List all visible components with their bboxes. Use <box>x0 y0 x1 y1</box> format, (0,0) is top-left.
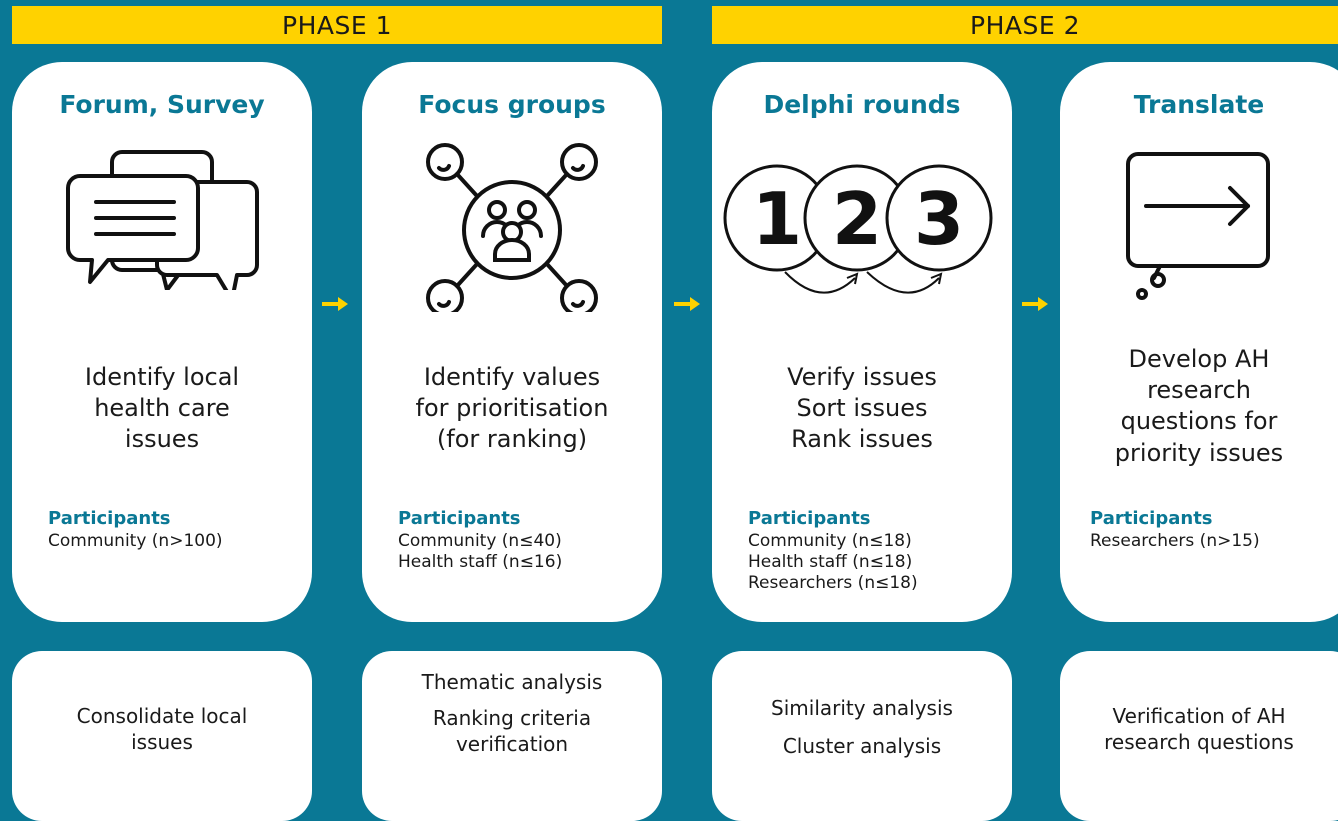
participants-label: Participants <box>48 508 171 529</box>
flow-arrow-icon <box>320 294 350 318</box>
analysis-line: issues <box>131 730 193 754</box>
participant-line: Health staff (n≤18) <box>748 551 913 572</box>
step-description: Develop AH research questions for priori… <box>1070 344 1328 469</box>
step-description: Identify values for prioritisation (for … <box>372 362 652 456</box>
rounds-123-icon: 1 2 3 <box>712 160 1012 300</box>
description-line: Verify issues <box>787 363 937 391</box>
participant-line: Community (n>100) <box>48 530 223 551</box>
participants-label: Participants <box>748 508 871 529</box>
step-card-translate: Translate Develop AH research questions … <box>1060 62 1338 622</box>
participant-line: Community (n≤18) <box>748 530 912 551</box>
description-line: priority issues <box>1114 438 1284 467</box>
analysis-line: Cluster analysis <box>782 734 942 758</box>
analysis-line: verification <box>455 732 569 756</box>
analysis-line: Consolidate local <box>76 704 248 728</box>
thought-arrow-icon <box>1060 150 1338 310</box>
step-title: Translate <box>1133 90 1265 119</box>
phase-2-label: PHASE 2 <box>970 10 1080 40</box>
description-line: Identify local <box>84 363 240 391</box>
phase-1-bar: PHASE 1 <box>12 6 662 44</box>
participants-block: Participants Community (n≤18) Health sta… <box>748 508 1002 594</box>
description-line: (for ranking) <box>436 425 588 454</box>
analysis-line: research questions <box>1104 730 1294 754</box>
analysis-line: Verification of AH <box>1112 704 1286 728</box>
analysis-line: Similarity analysis <box>771 696 953 720</box>
round-number: 2 <box>832 177 882 261</box>
step-title: Forum, Survey <box>59 90 265 119</box>
round-number: 1 <box>752 177 802 261</box>
participants-block: Participants Community (n≤40) Health sta… <box>398 508 652 573</box>
network-group-icon <box>362 142 662 312</box>
participant-line: Health staff (n≤16) <box>398 551 563 572</box>
participant-line: Researchers (n≤18) <box>748 573 918 593</box>
flow-arrow-icon <box>1020 294 1050 318</box>
step-title: Delphi rounds <box>763 90 961 119</box>
analysis-line: Thematic analysis <box>421 670 603 694</box>
analysis-text: Consolidate local issues <box>12 703 312 755</box>
phase-2-bar: PHASE 2 <box>712 6 1338 44</box>
step-card-forum-survey: Forum, Survey Identify local health care… <box>12 62 312 622</box>
description-line: research <box>1147 376 1251 405</box>
analysis-card-verification: Verification of AH research questions <box>1060 651 1338 821</box>
step-description: Verify issues Sort issues Rank issues <box>722 362 1002 456</box>
chat-bubbles-icon <box>12 140 312 290</box>
analysis-text: Thematic analysis Ranking criteria verif… <box>362 669 662 757</box>
description-line: Develop AH <box>1128 345 1270 373</box>
description-line: Sort issues <box>796 394 928 423</box>
participant-line: Community (n≤40) <box>398 530 562 551</box>
round-number: 3 <box>914 177 964 261</box>
participants-label: Participants <box>1090 508 1213 529</box>
description-line: Rank issues <box>791 425 933 454</box>
description-line: questions for <box>1120 407 1278 436</box>
description-line: for prioritisation <box>415 394 609 423</box>
participant-line: Researchers (n>15) <box>1090 530 1260 551</box>
step-title: Focus groups <box>418 90 606 119</box>
analysis-card-similarity: Similarity analysis Cluster analysis <box>712 651 1012 821</box>
analysis-line: Ranking criteria <box>432 706 592 730</box>
step-card-focus-groups: Focus groups Identify values <box>362 62 662 622</box>
analysis-card-thematic: Thematic analysis Ranking criteria verif… <box>362 651 662 821</box>
description-line: issues <box>124 425 200 454</box>
analysis-card-consolidate: Consolidate local issues <box>12 651 312 821</box>
participants-block: Participants Community (n>100) <box>48 508 302 552</box>
step-description: Identify local health care issues <box>22 362 302 456</box>
analysis-text: Verification of AH research questions <box>1060 703 1338 755</box>
participants-label: Participants <box>398 508 521 529</box>
description-line: health care <box>94 394 230 423</box>
description-line: Identify values <box>423 363 601 391</box>
participants-block: Participants Researchers (n>15) <box>1090 508 1338 552</box>
analysis-text: Similarity analysis Cluster analysis <box>712 695 1012 759</box>
step-card-delphi-rounds: Delphi rounds 1 2 3 Verify issues Sort i… <box>712 62 1012 622</box>
flow-arrow-icon <box>672 294 702 318</box>
phase-1-label: PHASE 1 <box>282 10 392 40</box>
